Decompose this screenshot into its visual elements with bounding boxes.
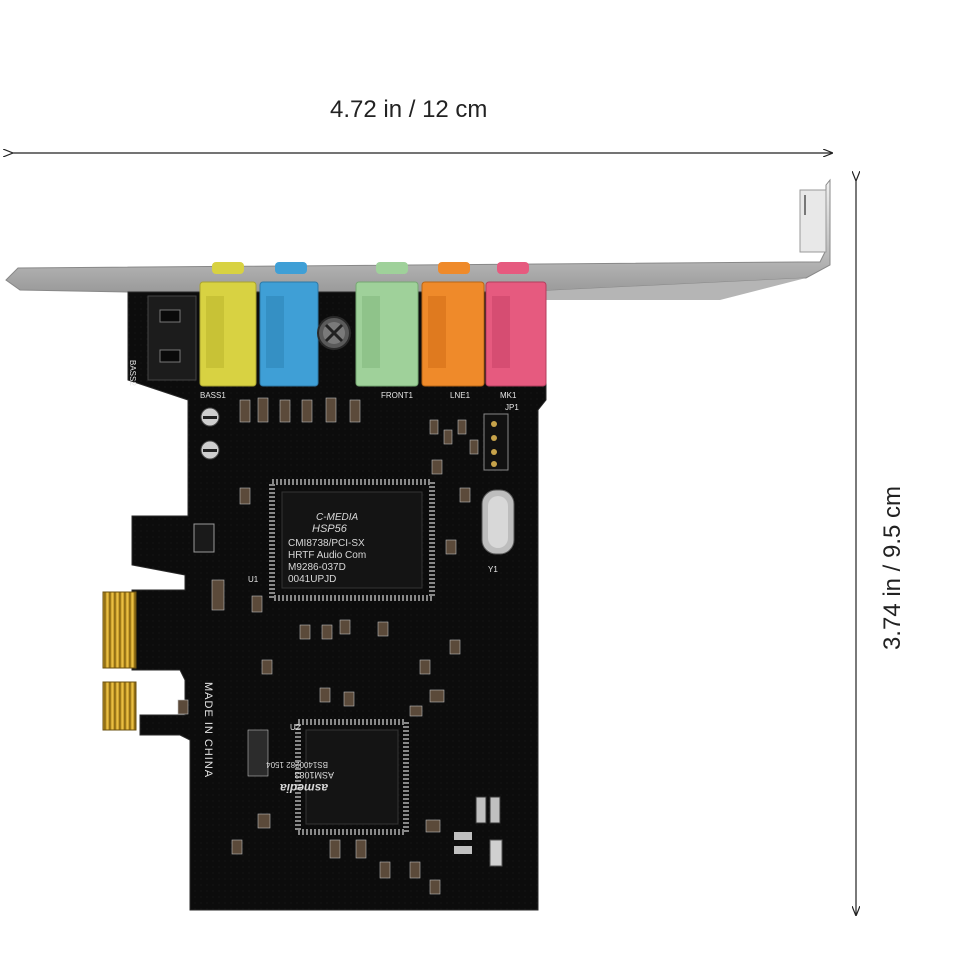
jack-pink (485, 262, 547, 387)
bridge-chip-line2: BS1400282 1504 (266, 760, 328, 769)
bridge-chip-logo: asmedia (280, 781, 328, 795)
made-in-china-imprint: MADE IN CHINA (202, 682, 214, 778)
label-lne1: LNE1 (450, 391, 471, 400)
jack-orange (421, 262, 485, 387)
label-y1: Y1 (488, 565, 498, 574)
jack-blue (259, 262, 319, 387)
transistor (193, 523, 503, 867)
capacitors (200, 407, 501, 824)
main-chip-line4: M9286-037D (288, 562, 346, 573)
main-audio-chip: C-MEDIA HSP56 CMI8738/PCI-SX HRTF Audio … (269, 479, 435, 601)
bridge-chip-line1: ASM1083 (294, 770, 334, 780)
main-chip-line3: HRTF Audio Com (288, 550, 366, 561)
bridge-chip: asmedia ASM1083 BS1400282 1504 (266, 719, 409, 835)
pcb-board (127, 291, 547, 911)
jack-yellow (199, 262, 257, 387)
main-chip-line2: CMI8738/PCI-SX (288, 538, 365, 549)
label-jp1: JP1 (505, 403, 519, 412)
label-u1: U1 (248, 575, 259, 584)
bass2-connector (147, 295, 197, 381)
crystal-oscillator (481, 489, 515, 555)
mounting-screw (317, 316, 351, 350)
label-u2: U2 (290, 723, 301, 732)
jack-green (355, 262, 419, 387)
smd-components (177, 397, 479, 895)
width-dimension-label: 4.72 in / 12 cm (330, 96, 488, 123)
pcie-gold-contacts (102, 591, 137, 731)
label-front1: FRONT1 (381, 391, 414, 400)
main-chip-line1: HSP56 (312, 523, 348, 535)
label-bass2: BASS2 (128, 360, 137, 386)
main-chip-logo: C-MEDIA (316, 512, 359, 523)
label-bass1: BASS1 (200, 391, 226, 400)
label-mk1: MK1 (500, 391, 517, 400)
main-chip-line5: 0041UPJD (288, 574, 336, 585)
metal-bracket (5, 178, 831, 300)
jp1-jumper (483, 413, 509, 471)
